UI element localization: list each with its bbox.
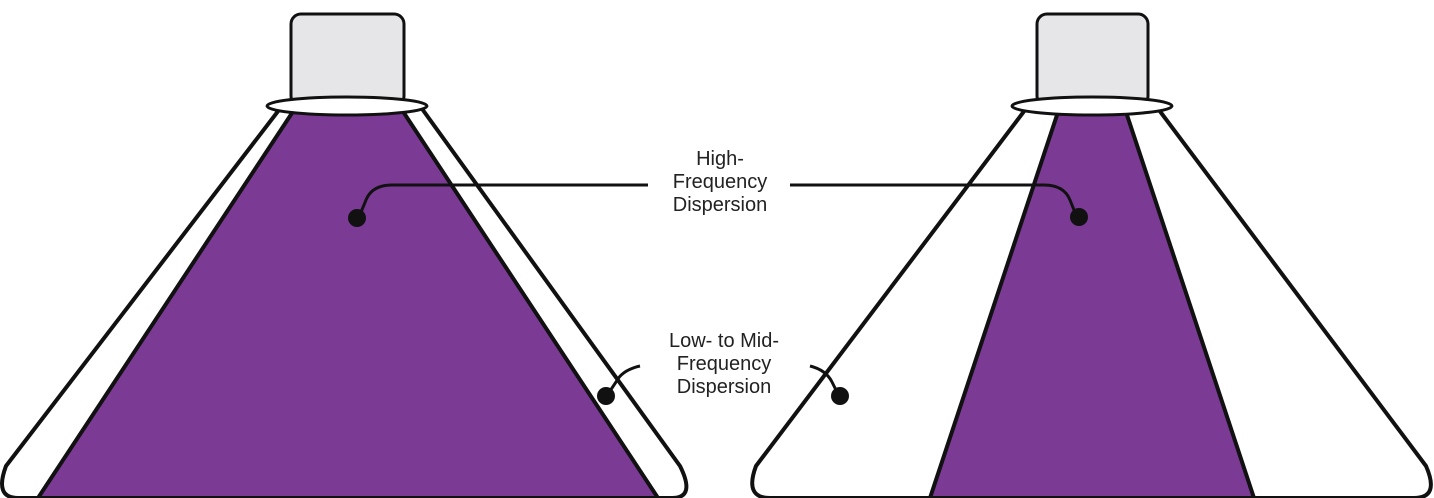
right-speaker [750, 12, 1433, 498]
low-mid-frequency-marker-right [831, 387, 849, 405]
left-speaker [0, 12, 689, 498]
low-mid-frequency-leader-right [809, 364, 840, 395]
left-driver-body [289, 12, 406, 108]
high-frequency-label-line-1: High- [696, 148, 744, 170]
high-frequency-leader-left [357, 183, 648, 218]
right-driver-body [1035, 12, 1150, 108]
low-mid-frequency-label-line-2: Frequency [676, 353, 772, 375]
left-driver-flange [265, 95, 429, 117]
high-frequency-leader-right [788, 183, 1078, 216]
high-frequency-marker-left [348, 209, 366, 227]
high-frequency-label-line-2: Frequency [672, 171, 768, 193]
low-mid-frequency-leader-left [606, 364, 641, 395]
high-frequency-label-line-3: Dispersion [672, 194, 768, 216]
high-frequency-marker-right [1070, 208, 1088, 226]
low-mid-frequency-marker-left [597, 387, 615, 405]
low-mid-frequency-label-line-3: Dispersion [676, 376, 772, 398]
high-frequency-dispersion-label: High- Frequency Dispersion [650, 148, 790, 217]
low-mid-frequency-label-line-1: Low- to Mid- [668, 330, 780, 352]
right-driver-flange [1010, 95, 1174, 117]
low-mid-frequency-dispersion-label: Low- to Mid- Frequency Dispersion [642, 330, 806, 399]
